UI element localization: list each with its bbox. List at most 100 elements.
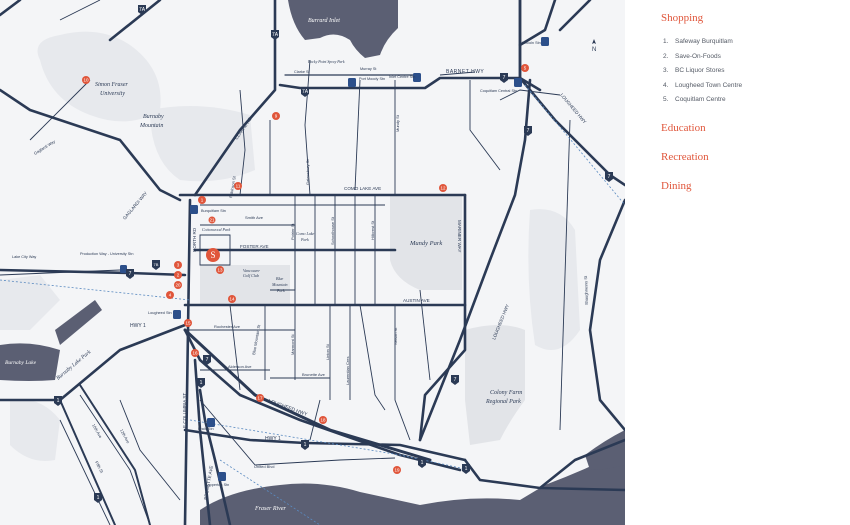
- list-item[interactable]: 1.Safeway Burquitlam: [663, 35, 742, 50]
- braid-label: Braid Stn: [198, 427, 214, 431]
- marker-11[interactable]: 11: [234, 182, 242, 190]
- marker-shopping-4[interactable]: 4: [166, 291, 174, 299]
- fraser-east: [585, 430, 625, 470]
- fifth-label: Fifth St: [94, 460, 105, 474]
- list-item[interactable]: 4.Lougheed Town Centre: [663, 79, 742, 94]
- shaughnessy-st: [559, 119, 571, 431]
- terrain-layer: [0, 31, 580, 461]
- nelson-st: [394, 305, 411, 441]
- station-burquitlam[interactable]: [190, 205, 198, 214]
- featured-marker[interactable]: S: [206, 248, 220, 262]
- blue-mtn-label-3: Park: [276, 288, 285, 293]
- station-production[interactable]: [120, 265, 127, 273]
- clarke-st-label: Clarke St: [294, 70, 311, 74]
- blue-mtn-st-label: Blue Mountain St: [251, 323, 261, 355]
- marker-10[interactable]: 10: [82, 76, 90, 84]
- rocky-point-label: Rocky Point Spray Park: [307, 60, 345, 64]
- station-coquitlam-central[interactable]: [514, 78, 522, 87]
- hwy1-west: [0, 323, 187, 402]
- marker-shopping-1[interactable]: 1: [198, 196, 206, 204]
- alderson-label: Alderson Ave: [228, 364, 252, 369]
- svg-text:15: 15: [185, 321, 191, 326]
- shield-1-2: 1: [197, 378, 205, 388]
- marker-shopping-3[interactable]: 3: [174, 261, 182, 269]
- stations[interactable]: [120, 37, 549, 481]
- s-minor: [309, 399, 321, 441]
- map-svg[interactable]: 7A 7A 7A 7 7 7 7 7 7 1 1 1 1 1 1 7B 1 2: [0, 0, 625, 525]
- area-map[interactable]: 7A 7A 7A 7 7 7 7 7 7 1 1 1 1 1 1 7B 1 2: [0, 0, 625, 525]
- burnaby-mountain-terrain: [150, 106, 255, 182]
- marker-13[interactable]: 13: [216, 266, 224, 274]
- markers[interactable]: 1 2 3 4 5 9 10 11 12 13 14 15 16 17 18 1…: [82, 64, 529, 474]
- marker-shopping-5[interactable]: 5: [521, 64, 529, 72]
- category-shopping[interactable]: Shopping: [661, 12, 704, 24]
- list-item[interactable]: 3.BC Liquor Stores: [663, 64, 742, 79]
- marker-18[interactable]: 18: [319, 416, 327, 424]
- station-moody[interactable]: [348, 78, 356, 87]
- coquitlam-minor: [499, 89, 561, 101]
- gaglardi-way: [0, 88, 182, 202]
- svg-text:3: 3: [177, 263, 180, 268]
- poirier-label: Poirier St: [290, 223, 295, 240]
- list-item-number: 5.: [663, 96, 669, 103]
- fraser-river: [200, 450, 625, 525]
- shield-7-5: 7: [203, 355, 211, 365]
- cottonwood-label: Cottonwood Park: [202, 227, 231, 232]
- svg-text:10: 10: [83, 78, 89, 83]
- coquitlam-central-label: Coquitlam Central Stn: [480, 89, 517, 93]
- burnaby-lake-park-strip: [55, 300, 102, 345]
- svg-text:7A: 7A: [302, 89, 309, 95]
- sw-major: [79, 384, 151, 525]
- burquitlam-label: Burquitlam Stn: [201, 209, 226, 213]
- marker-15[interactable]: 15: [184, 319, 192, 327]
- marker-12[interactable]: 12: [439, 184, 447, 192]
- marker-21[interactable]: 21: [208, 216, 216, 224]
- sfu-road-label: Gaglardi Way: [33, 139, 56, 156]
- shield-7-6: 7: [451, 375, 459, 385]
- category-education[interactable]: Education: [661, 122, 706, 134]
- foster-ave-label: FOSTER AVE: [240, 244, 269, 249]
- station-sapperton[interactable]: [218, 472, 226, 481]
- list-item[interactable]: 5.Coquitlam Centre: [663, 93, 742, 108]
- marker-19[interactable]: 19: [393, 466, 401, 474]
- golf-label-2: Golf Club: [243, 273, 259, 278]
- holmes-st: [229, 304, 241, 391]
- svg-text:7A: 7A: [272, 32, 279, 38]
- list-item-label: Save-On-Foods: [675, 52, 721, 60]
- station-inlet[interactable]: [413, 73, 421, 82]
- category-recreation[interactable]: Recreation: [661, 151, 709, 163]
- north-label: N: [592, 47, 596, 53]
- svg-text:7: 7: [206, 357, 209, 363]
- blue-mtn-label-2: Mountain: [271, 282, 288, 287]
- north-arrow: N: [592, 39, 596, 53]
- station-lougheed[interactable]: [173, 310, 181, 319]
- marker-17[interactable]: 17: [256, 394, 264, 402]
- station-braid[interactable]: [207, 418, 215, 427]
- list-item[interactable]: 2.Save-On-Foods: [663, 50, 742, 65]
- svg-text:5: 5: [524, 66, 527, 71]
- lougheed-stn-label: Lougheed Stn: [148, 311, 172, 315]
- category-dining[interactable]: Dining: [661, 180, 692, 192]
- fraser-river-label: Fraser River: [254, 506, 286, 512]
- barnet-connector: [439, 71, 476, 76]
- shaughnessy-label: Shaughnessy St: [583, 275, 589, 305]
- shield-1-5: 1: [94, 493, 102, 503]
- marker-9[interactable]: 9: [272, 112, 280, 120]
- n-road: [108, 0, 162, 42]
- marker-16[interactable]: 16: [191, 349, 199, 357]
- rail-south: [189, 419, 471, 471]
- marker-shopping-2[interactable]: 2: [174, 271, 182, 279]
- svg-text:1: 1: [421, 460, 424, 466]
- barnet-hwy-label: BARNET HWY: [446, 69, 484, 75]
- como-park-label-1: Como Lake: [296, 231, 315, 236]
- shield-1-1: 1: [54, 396, 62, 406]
- sfu-label-1: Simon Fraser: [95, 82, 128, 88]
- lougheed-ne-label: LOUGHEED HWY: [559, 92, 587, 124]
- mundy-n: [354, 79, 361, 191]
- marker-20[interactable]: 20: [174, 281, 182, 289]
- inlet-label: Inlet Centre Stn: [389, 75, 415, 79]
- station-lincoln[interactable]: [541, 37, 549, 46]
- marker-14[interactable]: 14: [228, 295, 236, 303]
- sixth-label: 12th Ave: [119, 428, 131, 445]
